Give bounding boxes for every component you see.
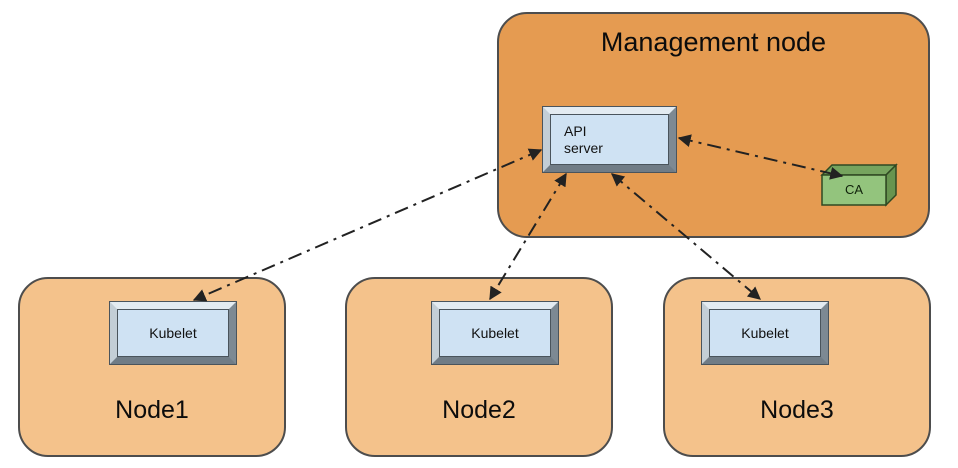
kubelet-label-node1: Kubelet: [149, 324, 197, 341]
worker-node-1-label: Node1: [115, 396, 189, 424]
worker-node-2-label: Node2: [442, 396, 516, 424]
kubelet-box-node3: Kubelet: [701, 301, 829, 365]
management-node-label-text: Management node: [600, 27, 827, 57]
api-server-label: API server: [564, 122, 603, 156]
ca-box-front-face: [821, 174, 887, 206]
kubelet-label-node3: Kubelet: [741, 324, 789, 341]
kubelet-box-node2: Kubelet: [431, 301, 559, 365]
kubelet-label-node2: Kubelet: [471, 324, 519, 341]
api-server-box: API server: [542, 106, 677, 173]
worker-node-3-label: Node3: [760, 396, 834, 424]
management-node-label: Management node: [497, 26, 930, 59]
ca-label: CA: [845, 182, 863, 197]
ca-box-top-face: [820, 164, 898, 176]
kubelet-box-node1: Kubelet: [109, 301, 237, 365]
ca-box: CA: [820, 163, 898, 207]
